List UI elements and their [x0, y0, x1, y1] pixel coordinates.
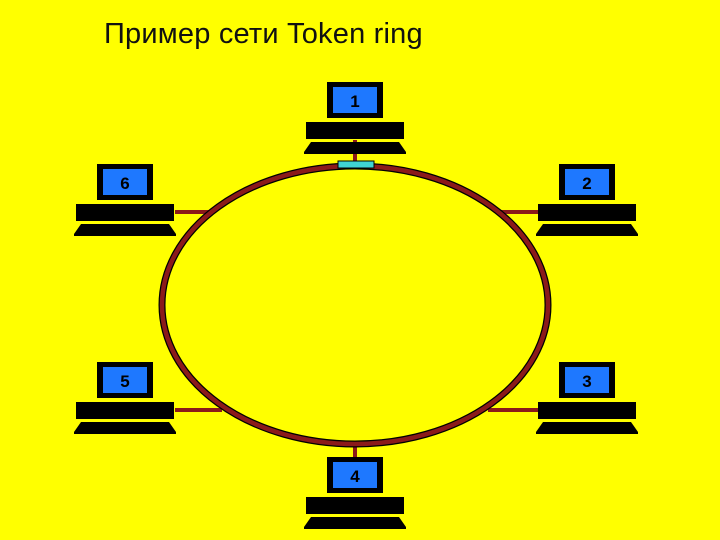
- node-label: 5: [120, 372, 129, 391]
- token-icon: [337, 160, 375, 169]
- computer-node-5: 5: [74, 362, 176, 434]
- page-title: Пример сети Token ring: [104, 18, 423, 50]
- computer-node-1: 1: [304, 82, 406, 154]
- node-label: 3: [582, 372, 591, 391]
- computer-node-6: 6: [74, 164, 176, 236]
- computer-node-3: 3: [536, 362, 638, 434]
- computer-node-2: 2: [536, 164, 638, 236]
- node-label: 6: [120, 174, 129, 193]
- node-label: 1: [350, 92, 359, 111]
- computer-node-4: 4: [304, 457, 406, 529]
- node-label: 4: [350, 467, 360, 486]
- node-label: 2: [582, 174, 591, 193]
- network-ring-inner: [159, 163, 551, 447]
